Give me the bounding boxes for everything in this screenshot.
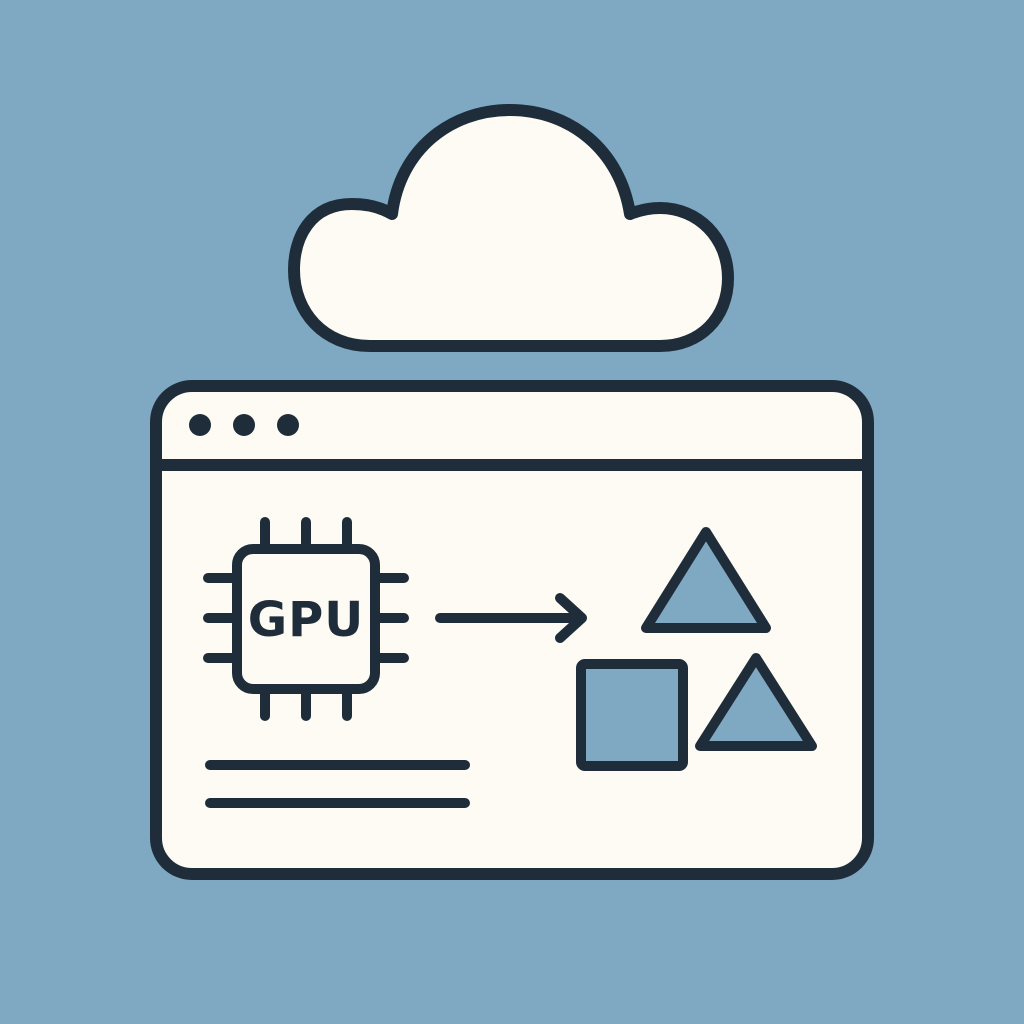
window-dot-3 [277,414,299,436]
gpu-chip-label: GPU [248,592,365,648]
text-placeholder-lines [205,760,470,808]
gpu-chip-icon [203,517,409,721]
browser-window [150,380,874,880]
window-dot-2 [233,414,255,436]
triangle-icon [695,653,817,751]
cloud-icon [288,104,734,352]
shapes-group [576,527,817,771]
arrow-right-icon [435,593,587,643]
window-dot-1 [189,414,211,436]
triangle-icon [641,527,771,633]
square-icon [576,659,688,771]
